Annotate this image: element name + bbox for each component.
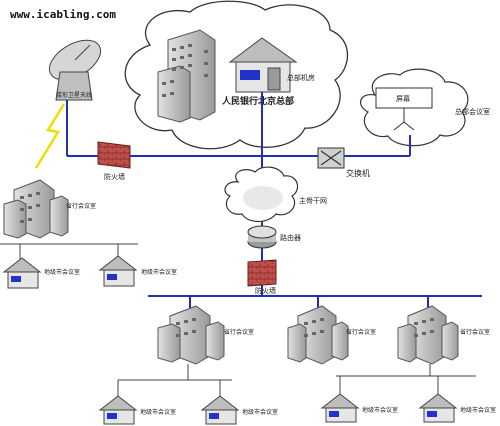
- city-3-house: [98, 395, 138, 425]
- province-b-building: [287, 305, 349, 365]
- city-1-house: [2, 257, 42, 289]
- site-url: www.icabling.com: [10, 8, 116, 21]
- city-5-house: [320, 393, 360, 423]
- screen-label: 屏幕: [396, 94, 410, 103]
- hq-label: 人民银行北京总部: [221, 95, 294, 107]
- province-c-label: 省行会议室: [460, 328, 490, 336]
- satellite-link-lightning-icon: [34, 103, 66, 169]
- switch-label: 交换机: [346, 168, 370, 178]
- city-2-house: [98, 255, 138, 287]
- city-1-label: 地级市会议室: [44, 268, 80, 276]
- hq-server-room-house: [228, 37, 298, 93]
- province-left-label: 省行会议室: [66, 202, 96, 210]
- firewall-mid-icon: [247, 259, 277, 287]
- city-3-label: 地级市会议室: [140, 408, 176, 416]
- firewall-top-icon: [97, 141, 131, 169]
- city-4-label: 地级市会议室: [242, 408, 278, 416]
- province-a-label: 省行会议室: [224, 328, 254, 336]
- meeting-cloud: [359, 68, 469, 147]
- province-c-building: [397, 305, 459, 365]
- satellite-label: 楼形卫星天线: [56, 91, 92, 99]
- city-6-house: [418, 393, 458, 423]
- router-label: 路由器: [280, 233, 301, 242]
- router-icon: [247, 225, 277, 249]
- hq-server-room-label: 总部机房: [287, 73, 315, 82]
- province-a-building: [157, 305, 225, 365]
- city-4-house: [200, 395, 240, 425]
- backbone-label: 主骨干网: [299, 196, 327, 205]
- province-b-label: 省行会议室: [346, 328, 376, 336]
- bottom-branch-links: [117, 364, 476, 396]
- backbone-cloud-icon: [224, 166, 299, 223]
- monitor-icon: [240, 70, 260, 80]
- hq-meeting-room-label: 总部会议室: [455, 107, 490, 116]
- satellite-dish-icon: [48, 39, 102, 101]
- firewall-mid-label: 防火墙: [255, 286, 276, 295]
- province-left-building: [3, 179, 69, 239]
- hq-office-tower: [157, 29, 216, 123]
- switch-icon: [317, 147, 345, 169]
- firewall-top-label: 防火墙: [104, 172, 125, 181]
- city-6-label: 地级市会议室: [460, 406, 496, 414]
- city-2-label: 地级市会议室: [141, 268, 177, 276]
- city-5-label: 地级市会议室: [362, 406, 398, 414]
